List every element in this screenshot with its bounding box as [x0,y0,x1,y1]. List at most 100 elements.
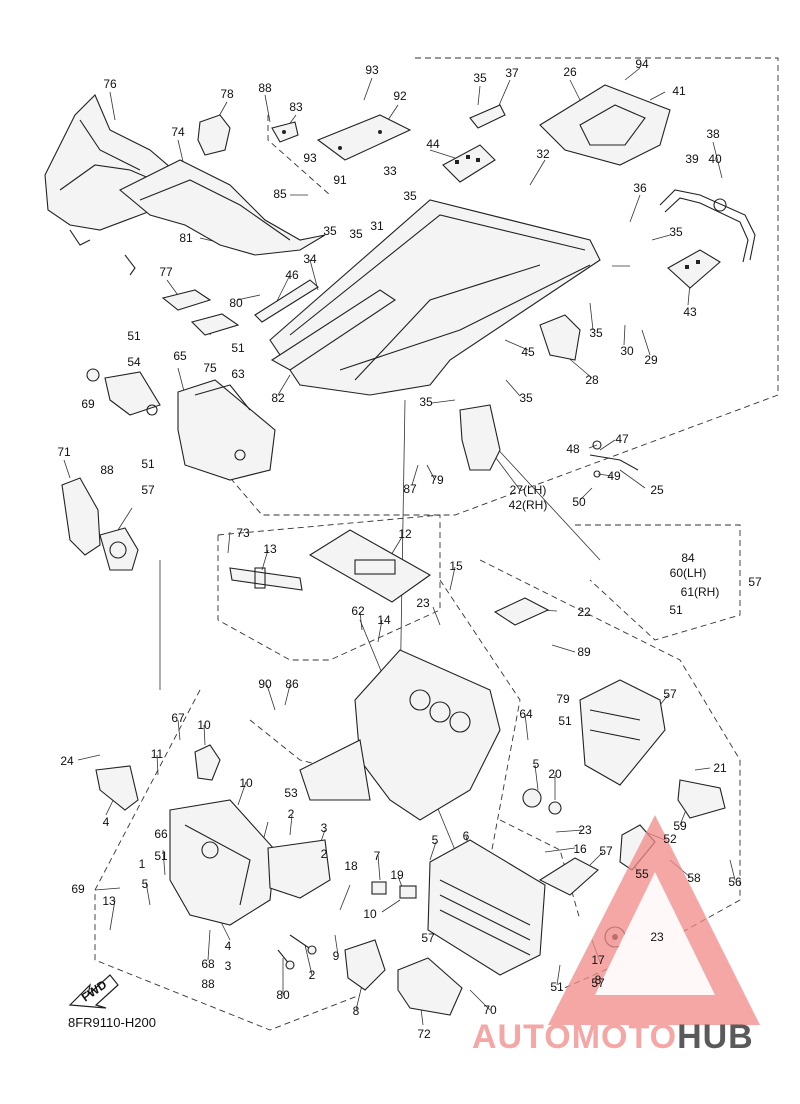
callout-label: 38 [706,127,720,141]
callout-label: 8 [353,1004,360,1018]
callout-label: 8 [595,973,602,987]
callout-label: 76 [103,77,117,91]
engine-cradle-part [299,649,501,821]
callout-label: 36 [633,181,647,195]
tunnel-frame-part [269,199,601,396]
rail-82-part [254,279,396,371]
callout-label: 4 [225,939,232,953]
callout-label: 61(RH) [681,585,720,599]
callout-label: 48 [566,442,580,456]
callout-label: 35 [519,391,533,405]
callout-label: 23 [650,930,664,944]
callout-label: 53 [284,786,298,800]
callout-label: 23 [416,596,430,610]
callout-label: 19 [390,868,404,882]
callout-label: 62 [351,604,365,618]
callout-label: 18 [344,859,358,873]
callout-label: 75 [203,361,217,375]
callout-label: 35 [669,225,683,239]
boot-70-part [397,957,463,1016]
hardware-47-part [589,440,639,478]
callout-label: 17 [591,953,605,967]
shaft-12-part [229,567,303,591]
callout-label: 5 [432,833,439,847]
clamp-72-part [344,939,386,991]
collar-19-part [371,881,387,895]
callout-label: 5 [142,877,149,891]
callout-label: 69 [81,397,95,411]
callout-label: 88 [201,977,215,991]
callout-label: 25 [650,483,664,497]
callout-label: 88 [100,463,114,477]
collar-18-part [399,885,417,899]
callout-label: 42(RH) [509,498,548,512]
callout-label: 54 [127,355,141,369]
callout-label: 80 [229,296,243,310]
callout-label: 72 [417,1027,431,1041]
bolt-8-part [277,949,295,970]
pad-77-part [161,289,212,311]
fwd-arrow-icon: FWD [68,974,119,1009]
callout-label: 24 [60,754,74,768]
callout-label: 6 [463,829,470,843]
diagram-code: 8FR9110-H200 [68,1015,156,1030]
group-outlines [94,57,779,1031]
callout-label: 59 [673,819,687,833]
callout-label: 51 [669,603,683,617]
bracket-53-part [677,779,726,819]
callout-label: 51 [550,980,564,994]
rear-tray-part [539,84,671,166]
callout-label: 88 [258,81,272,95]
callout-label: 55 [635,867,649,881]
callout-label: 15 [449,559,463,573]
callout-label: 41 [672,84,686,98]
callout-label: 50 [572,495,586,509]
callout-label: 11 [151,747,164,761]
callout-label: 51 [127,329,141,343]
callout-label: 35 [349,227,363,241]
plate-66-part [95,765,139,811]
plate-89-part [493,597,550,626]
callout-label: 57 [599,844,613,858]
callout-label: 79 [556,692,570,706]
callout-label: 57 [421,931,435,945]
callout-label: 35 [323,224,337,238]
bearing-21-part [548,801,562,815]
callout-label: 74 [171,125,185,139]
callout-label: 91 [333,173,347,187]
callout-label: 30 [620,344,634,358]
mount-65-part [177,379,276,481]
bracket-2-part [267,839,331,899]
bracket-78-part [197,114,231,156]
callout-label: 56 [728,875,742,889]
callout-label: 35 [419,395,433,409]
callout-label: 93 [365,63,379,77]
callout-label: 57 [748,575,762,589]
plate-73-part [99,527,139,571]
callout-label: 63 [231,367,245,381]
callout-label: 40 [708,152,722,166]
grab-bar-part [659,189,756,263]
callout-label: 31 [370,219,384,233]
callout-label: 51 [154,849,168,863]
bracket-28-part [539,314,581,361]
callout-label: 33 [383,164,397,178]
callout-label: 35 [403,189,417,203]
callout-label: 10 [197,718,211,732]
callout-label: 60(LH) [670,566,707,580]
callout-label: 93 [303,151,317,165]
callout-label: 70 [483,1003,497,1017]
callout-label: 16 [573,842,587,856]
foot-plate-43-part [667,249,721,289]
bearing-20-part [522,788,542,808]
callout-label: 21 [713,761,727,775]
callout-label: 57 [591,976,605,990]
callout-label: 39 [685,152,699,166]
callout-label: 84 [681,551,695,565]
callout-label: 65 [173,349,187,363]
callout-label: 66 [154,827,168,841]
callout-label: 81 [179,231,193,245]
bracket-37-part [469,104,506,129]
watermark-text: AUTOMOTOHUB [472,1018,754,1057]
